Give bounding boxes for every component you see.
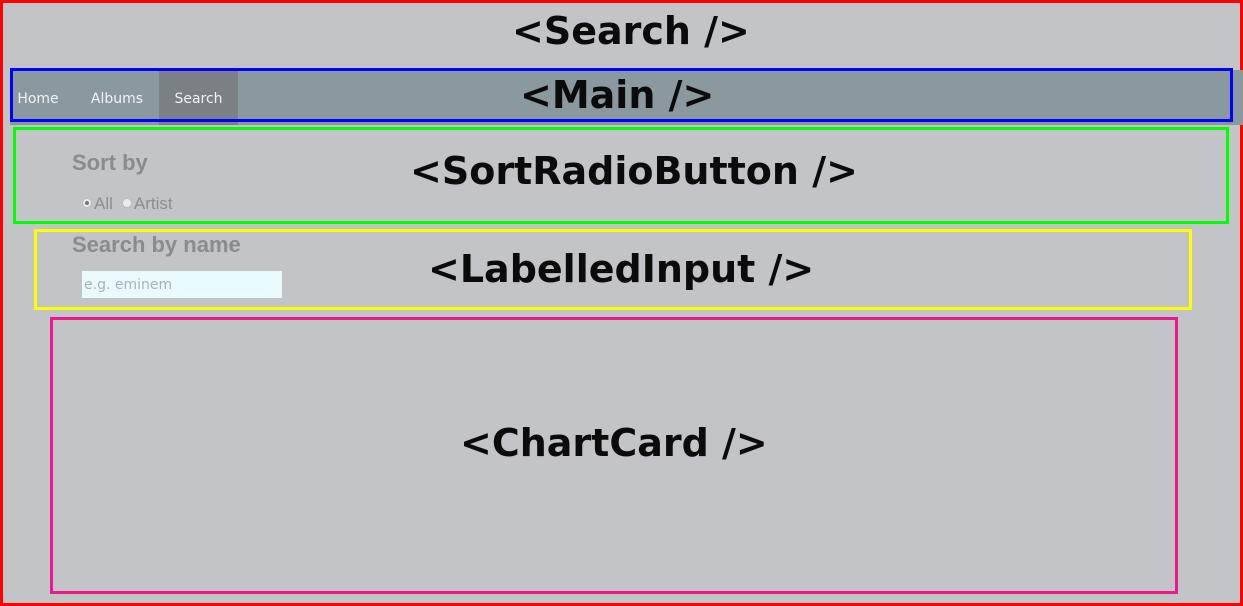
nav-item-search[interactable]: Search [159, 70, 238, 125]
nav-item-albums[interactable]: Albums [90, 91, 144, 107]
nav-bar: Home Albums Search [10, 70, 1243, 125]
sort-by-heading: Sort by [72, 150, 148, 175]
sort-radio-component-outline [13, 127, 1229, 224]
search-by-name-heading: Search by name [72, 232, 241, 257]
labelled-input-component-label: <LabelledInput /> [428, 247, 815, 291]
search-component-label: <Search /> [512, 9, 750, 53]
main-component-label: <Main /> [520, 73, 715, 117]
nav-item-home[interactable]: Home [17, 91, 59, 107]
chart-card-component-label: <ChartCard /> [460, 421, 768, 465]
search-name-input[interactable] [82, 271, 282, 298]
sort-radio-component-label: <SortRadioButton /> [410, 149, 858, 193]
chart-card-component-outline [50, 317, 1178, 594]
radio-option-artist[interactable]: Artist [121, 194, 173, 213]
labelled-input-component-outline [34, 229, 1192, 310]
main-component-outline [10, 68, 1233, 122]
radio-all-label: All [94, 194, 113, 213]
radio-option-all[interactable]: All [82, 194, 113, 213]
sort-radio-group: All Artist [82, 194, 173, 213]
radio-artist-label: Artist [133, 194, 173, 213]
radio-all-icon[interactable] [82, 197, 92, 208]
radio-artist-icon[interactable] [121, 197, 132, 208]
